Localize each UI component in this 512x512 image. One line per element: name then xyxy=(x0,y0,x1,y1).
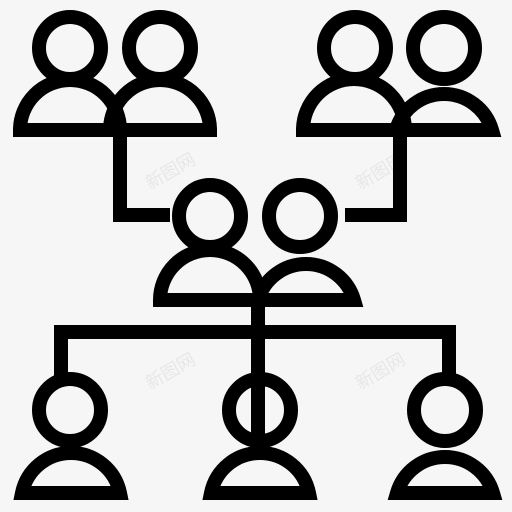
connector-bottom-branch xyxy=(54,325,456,378)
person-icon-middle-left xyxy=(152,178,268,307)
person-icon-bottom-left xyxy=(13,372,129,500)
person-icon-top-right-1 xyxy=(295,10,413,137)
connector-right xyxy=(345,130,407,222)
person-icon-top-right-2 xyxy=(386,10,502,137)
person-icon-top-left-2 xyxy=(102,10,218,137)
watermark-text: 新图网 xyxy=(352,349,409,394)
person-icon-bottom-right xyxy=(387,372,503,500)
connector-left xyxy=(113,130,170,222)
watermark-text: 新图网 xyxy=(142,349,199,394)
person-icon-middle-right xyxy=(248,178,364,307)
person-icon-bottom-center xyxy=(202,372,318,500)
person-icon-top-left-1 xyxy=(12,10,128,137)
